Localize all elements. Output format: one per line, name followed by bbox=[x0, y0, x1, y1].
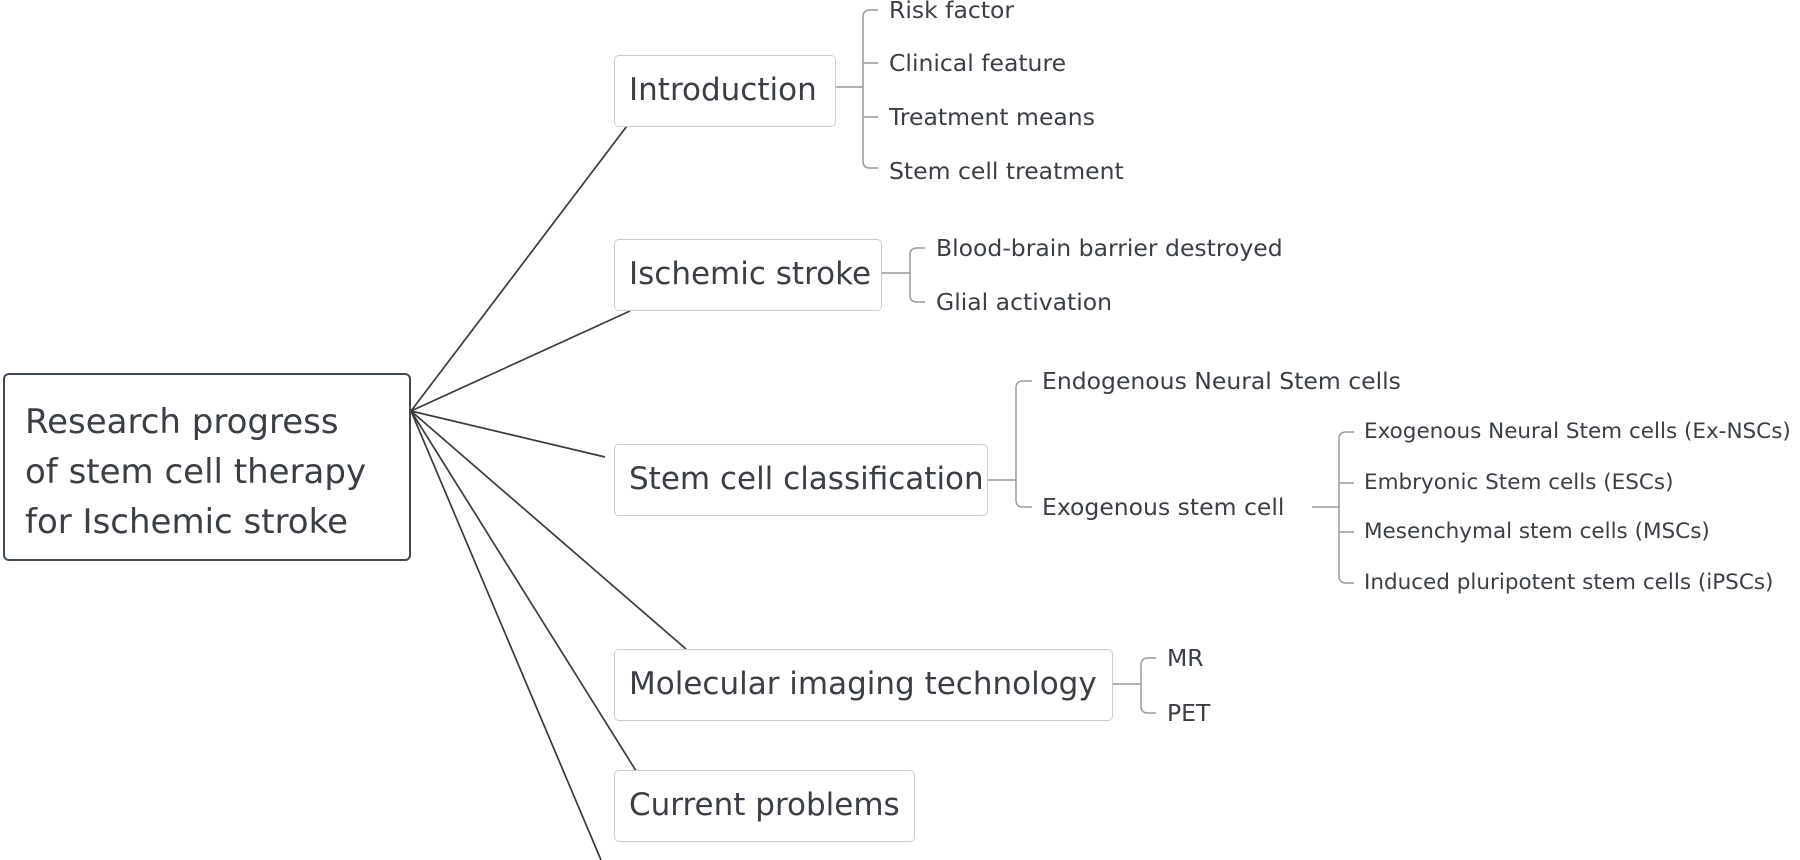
central-topic-line-2: of stem cell therapy bbox=[25, 452, 367, 492]
topic-molecular-imaging-technology[interactable]: Molecular imaging technology bbox=[614, 649, 1113, 721]
subtopic-mr[interactable]: MR bbox=[1167, 644, 1204, 672]
branch-line-stem-cell-classification bbox=[410, 410, 606, 458]
subtopic-pet[interactable]: PET bbox=[1167, 699, 1211, 727]
bracket-molecular-imaging bbox=[1113, 657, 1156, 714]
topic-stem-cell-classification[interactable]: Stem cell classification bbox=[614, 444, 988, 516]
branch-line-molecular-imaging bbox=[410, 410, 687, 650]
subtopic-clinical-feature[interactable]: Clinical feature bbox=[889, 49, 1067, 77]
subtopic-endogenous-nsc[interactable]: Endogenous Neural Stem cells bbox=[1042, 367, 1401, 395]
subtopic-treatment-means[interactable]: Treatment means bbox=[889, 103, 1095, 131]
topic-current-problems[interactable]: Current problems bbox=[614, 770, 915, 842]
branch-line-offscreen bbox=[410, 410, 602, 860]
central-topic-line-1: Research progress bbox=[25, 402, 339, 442]
bracket-stem-cell-classification bbox=[988, 380, 1032, 508]
central-topic[interactable]: Research progress of stem cell therapy f… bbox=[3, 373, 411, 561]
topic-introduction[interactable]: Introduction bbox=[614, 55, 836, 127]
bracket-introduction bbox=[836, 9, 878, 169]
topic-label: Molecular imaging technology bbox=[629, 666, 1097, 702]
subtopic-glial-activation[interactable]: Glial activation bbox=[936, 288, 1113, 316]
branch-line-ischemic-stroke bbox=[410, 310, 631, 412]
subtopic-mscs[interactable]: Mesenchymal stem cells (MSCs) bbox=[1364, 519, 1710, 544]
topic-label: Introduction bbox=[629, 72, 817, 108]
topic-label: Current problems bbox=[629, 787, 900, 823]
subtopic-escs[interactable]: Embryonic Stem cells (ESCs) bbox=[1364, 470, 1674, 495]
topic-label: Stem cell classification bbox=[629, 461, 984, 497]
bracket-exogenous-stem-cell bbox=[1312, 431, 1354, 584]
subtopic-ex-nscs[interactable]: Exogenous Neural Stem cells (Ex-NSCs) bbox=[1364, 419, 1791, 444]
subtopic-exogenous-stem-cell[interactable]: Exogenous stem cell bbox=[1042, 493, 1285, 521]
subtopic-blood-brain-barrier[interactable]: Blood-brain barrier destroyed bbox=[936, 234, 1283, 262]
subtopic-ipscs[interactable]: Induced pluripotent stem cells (iPSCs) bbox=[1364, 570, 1774, 595]
topic-label: Ischemic stroke bbox=[629, 256, 872, 292]
subtopic-stem-cell-treatment[interactable]: Stem cell treatment bbox=[889, 157, 1124, 185]
branch-line-current-problems bbox=[410, 410, 639, 775]
branch-line-introduction bbox=[410, 117, 634, 412]
subtopic-risk-factor[interactable]: Risk factor bbox=[889, 0, 1015, 24]
topic-ischemic-stroke[interactable]: Ischemic stroke bbox=[614, 239, 882, 311]
bracket-ischemic-stroke bbox=[882, 247, 925, 303]
central-topic-line-3: for Ischemic stroke bbox=[25, 502, 348, 542]
